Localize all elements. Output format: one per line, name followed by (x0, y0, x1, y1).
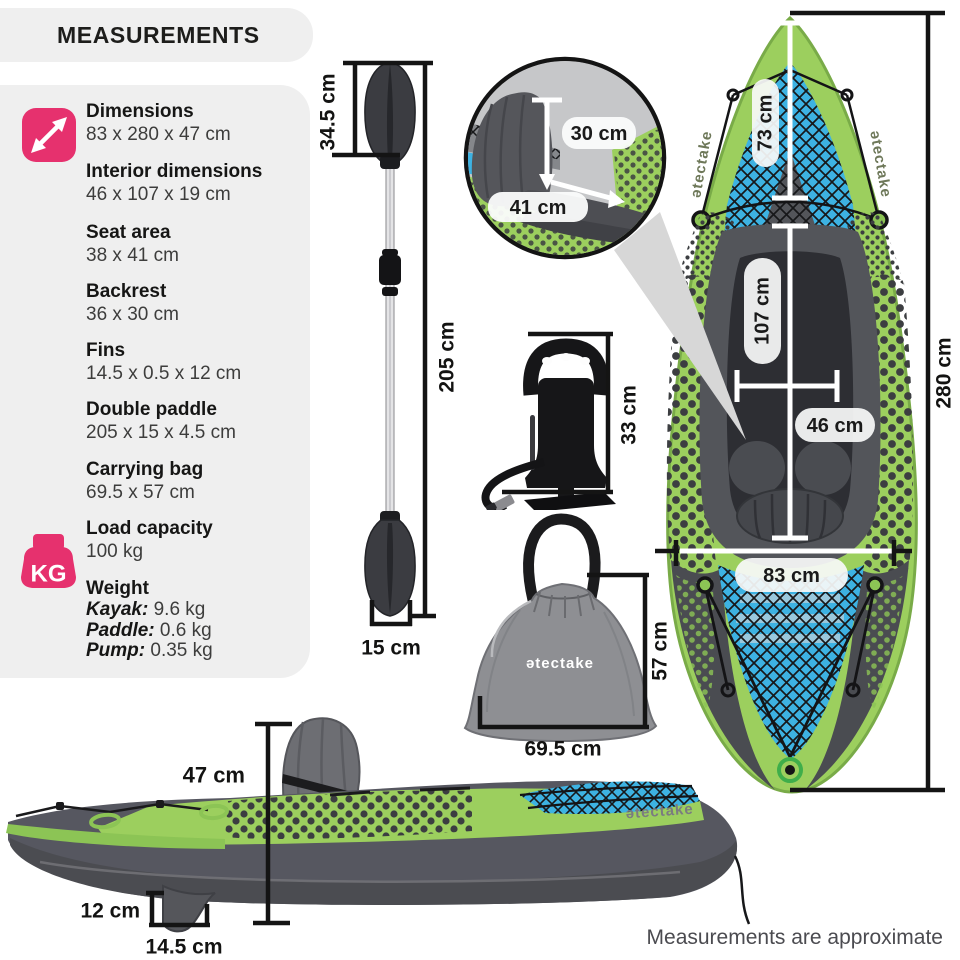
seat-depth-label: 41 cm (510, 197, 567, 219)
inset-callout-wedge (614, 212, 746, 440)
cockpit-width-label: 46 cm (807, 415, 864, 437)
bow-length-label: 73 cm (755, 95, 777, 152)
approximate-note: Measurements are approximate (646, 926, 943, 949)
arrowhead-down (539, 174, 555, 190)
paddle-graphic (364, 61, 416, 617)
paddle-dimension-lines (332, 60, 436, 627)
pump-height-label: 33 cm (618, 385, 641, 445)
kayak-height-label: 47 cm (183, 763, 245, 788)
paddle-blade-length-label: 34.5 cm (317, 73, 340, 150)
kayak-width-pill (735, 558, 848, 592)
paddle-figure: 34.5 cm 205 cm 15 cm (317, 60, 459, 660)
fin-height-label: 12 cm (80, 900, 140, 923)
bag-height-label: 57 cm (649, 621, 672, 681)
pump-figure: 33 cm (481, 331, 641, 510)
kayak-width-brackets (655, 540, 912, 566)
kayak-top-dimension-lines (680, 20, 893, 554)
kayak-side-dimension-lines (146, 721, 292, 928)
fin-length-label: 14.5 cm (145, 936, 222, 959)
kayak-side-graphic: ətectake (6, 717, 751, 933)
spec-item-interior: Interior dimensions 46 x 107 x 19 cm (86, 161, 263, 205)
pump-graphic (481, 338, 616, 510)
kg-icon-label: KG (31, 561, 67, 588)
bag-logo: ətectake (526, 655, 594, 672)
diagonal-arrows-icon (22, 108, 76, 162)
backrest-height-label: 30 cm (571, 123, 628, 145)
pump-dimension-lines (502, 331, 613, 495)
cockpit-width-pill (795, 408, 875, 442)
kg-weight-icon: KG (21, 534, 76, 588)
spec-item-seat-area: Seat area 38 x 41 cm (86, 222, 179, 266)
spec-item-paddle: Double paddle 205 x 15 x 4.5 cm (86, 399, 236, 443)
bag-graphic: ətectake (463, 513, 658, 743)
paddle-width-label: 15 cm (361, 637, 421, 660)
inset-arrows (532, 97, 615, 202)
spec-item-fins: Fins 14.5 x 0.5 x 12 cm (86, 340, 242, 384)
side-brand: ətectake (625, 801, 694, 823)
kayak-top-view: ətectake ətectake (655, 10, 956, 794)
cockpit-length-label: 107 cm (752, 277, 774, 345)
spec-item-backrest: Backrest 36 x 30 cm (86, 281, 179, 325)
paddle-length-label: 205 cm (436, 321, 459, 392)
page-title: MEASUREMENTS (57, 22, 260, 48)
spec-item-weight: Weight Kayak: 9.6 kg Paddle: 0.6 kg Pump… (86, 578, 213, 661)
bag-dimension-lines (477, 572, 649, 730)
bow-length-pill (752, 79, 779, 167)
bag-figure: ətectake 57 cm 69.5 cm (463, 513, 672, 761)
kayak-side-view: ətectake 47 cm 12 cm 14.5 cm (6, 717, 751, 959)
cockpit-length-pill (744, 258, 781, 364)
spec-item-dimensions: Dimensions 83 x 280 x 47 cm (86, 101, 231, 145)
title-banner: MEASUREMENTS (0, 8, 313, 62)
spec-item-bag: Carrying bag 69.5 x 57 cm (86, 459, 204, 503)
seat-inset: 30 cm 41 cm (463, 56, 746, 440)
bag-width-label: 69.5 cm (524, 738, 601, 761)
spec-item-load: Load capacity 100 kg (86, 518, 213, 562)
backrest-height-pill (562, 117, 636, 149)
kayak-width-label: 83 cm (763, 565, 820, 587)
seat-depth-pill (488, 192, 588, 222)
arrowhead-diag (608, 190, 625, 208)
kayak-length-label: 280 cm (933, 337, 956, 408)
kayak-length-lines (790, 10, 945, 793)
